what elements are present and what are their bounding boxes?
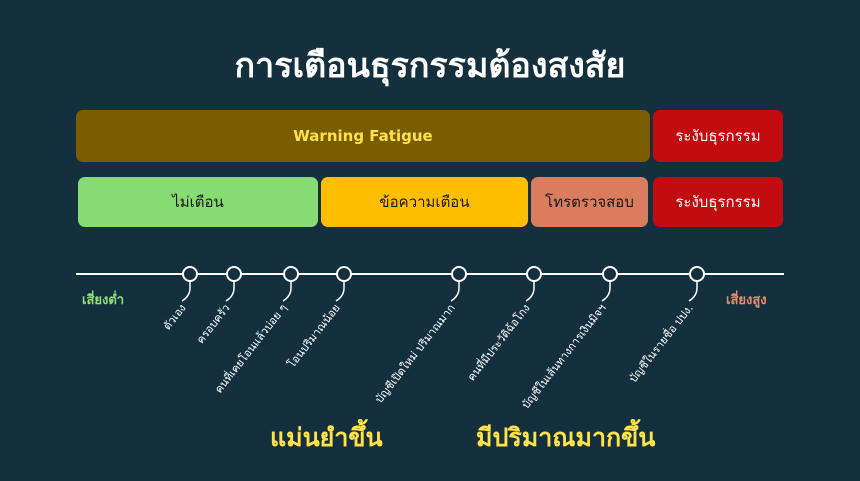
timeline-marker (283, 266, 299, 282)
suspend-transaction-bar-top: ระงับธุรกรรม (653, 110, 783, 162)
page-title: การเตือนธุรกรรมต้องสงสัย (234, 46, 626, 86)
timeline-leader (335, 281, 345, 302)
more-accurate-label: แม่นยำขึ้น (270, 423, 383, 452)
no-warning-bar: ไม่เตือน (78, 177, 318, 227)
timeline-marker (226, 266, 242, 282)
timeline-leader (601, 281, 611, 302)
timeline-point-label: บัญชีในรายชื่อ ปปง. (625, 300, 696, 385)
warning-fatigue-bar: Warning Fatigue (76, 110, 650, 162)
timeline-leader (450, 281, 460, 302)
timeline-point-label: โอนปริมาณน้อย (284, 301, 343, 370)
more-volume-label: มีปริมาณมากขึ้น (476, 423, 656, 452)
suspend-transaction-bar-bottom: ระงับธุรกรรม (653, 177, 783, 227)
timeline-point-label: ตัวเอง (161, 302, 189, 333)
timeline-marker (689, 266, 705, 282)
timeline-leader (282, 281, 292, 302)
timeline-leader (225, 281, 235, 302)
timeline-point-label: บัญชีเปิดใหม่ ปริมาณมาก (373, 302, 458, 406)
timeline-point-label: คนที่มีประวัติฉ้อโกง (463, 300, 532, 383)
timeline-marker (526, 266, 542, 282)
timeline-marker (602, 266, 618, 282)
timeline-point-label: ครอบครัว (194, 302, 233, 346)
phone-check-bar: โทรตรวจสอบ (531, 177, 648, 227)
low-risk-label: เสี่ยงต่ำ (82, 293, 125, 308)
high-risk-label: เสี่ยงสูง (726, 293, 767, 308)
timeline-leader (181, 281, 191, 302)
timeline-marker (182, 266, 198, 282)
timeline-marker (451, 266, 467, 282)
warning-message-bar: ข้อความเตือน (321, 177, 528, 227)
timeline-point-label: บัญชีในเส้นทางการเงินมิจฯ (519, 302, 609, 411)
timeline-leader (688, 281, 698, 302)
timeline-leader (525, 281, 535, 302)
timeline-marker (336, 266, 352, 282)
